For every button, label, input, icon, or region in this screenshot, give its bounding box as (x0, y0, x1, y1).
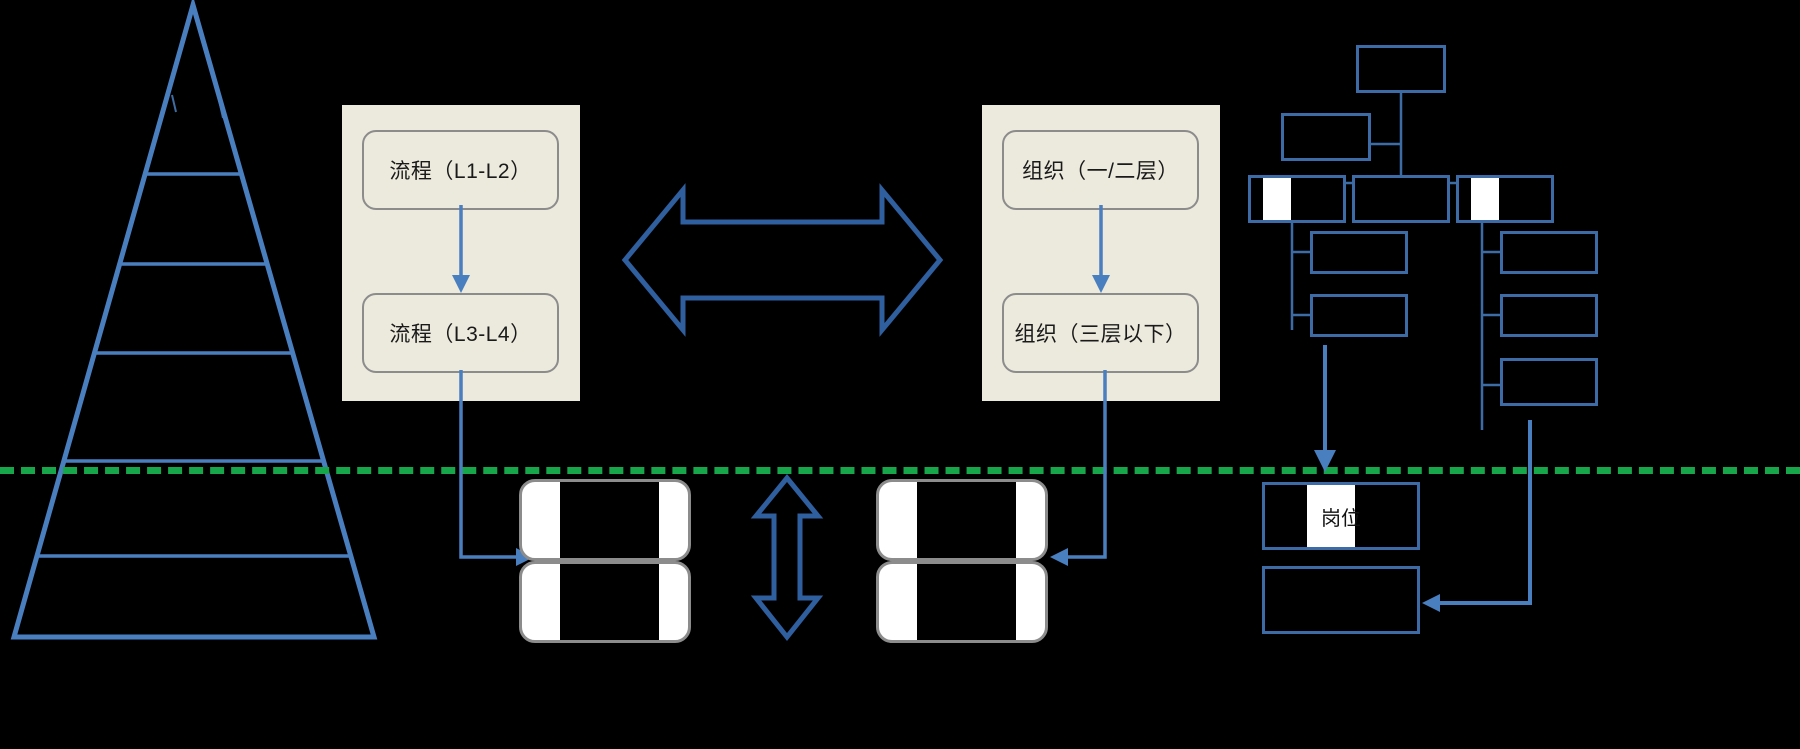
org-node-left-child-2-label (1313, 297, 1405, 334)
org-node-dept-left-label (1251, 178, 1343, 220)
org-node-right-child-1[interactable] (1500, 231, 1598, 274)
org-node-right-child-1-label (1503, 234, 1595, 271)
post-box-highlight (1307, 485, 1355, 547)
activity-table-left-row-2[interactable] (519, 561, 691, 643)
post-lower-box[interactable] (1262, 566, 1420, 634)
org-node-root-label (1359, 48, 1443, 90)
org-box-level-3-below[interactable]: 组织（三层以下） (1002, 293, 1199, 373)
org-node-right-child-2[interactable] (1500, 294, 1598, 337)
activity-table-left-row-2-textband (560, 564, 659, 640)
org-to-position-connector (1040, 370, 1150, 570)
org-node-dept-mid[interactable] (1352, 175, 1450, 223)
org-node-right-child-3[interactable] (1500, 358, 1598, 406)
position-table-right-row-1-textband (917, 482, 1016, 558)
org-box-level-1-2-label: 组织（一/二层） (1022, 160, 1179, 183)
pyramid-apex-tick-right (218, 99, 224, 119)
position-table-right-row-2[interactable] (876, 561, 1048, 643)
org-node-dept-right-highlight (1471, 178, 1499, 220)
pyramid-outline (10, 0, 378, 640)
position-table-right-row-2-textband (917, 564, 1016, 640)
bidirectional-horizontal-arrow (615, 180, 950, 340)
activity-table-left-row-1[interactable] (519, 479, 691, 561)
process-box-l3-l4[interactable]: 流程（L3-L4） (362, 293, 559, 373)
org-node-right-child-3-label (1503, 361, 1595, 403)
org-node-left-child-1[interactable] (1310, 231, 1408, 274)
org-box-level-3-below-label: 组织（三层以下） (1014, 323, 1187, 346)
post-box-label: 岗位 (1321, 507, 1361, 530)
bidirectional-vertical-arrow (700, 470, 875, 645)
org-node-left-child-2[interactable] (1310, 294, 1408, 337)
post-box[interactable]: 岗位 (1262, 482, 1420, 550)
org-node-staff-label (1284, 116, 1368, 158)
post-lower-box-label (1265, 569, 1417, 631)
org-box-level-1-2[interactable]: 组织（一/二层） (1002, 130, 1199, 210)
org-node-dept-left-highlight (1263, 178, 1291, 220)
process-internal-arrow (440, 205, 482, 300)
org-node-left-child-1-label (1313, 234, 1405, 271)
organization-chart: 岗位 (1240, 0, 1800, 749)
org-node-dept-left[interactable] (1248, 175, 1346, 223)
green-dashed-boundary (0, 467, 1800, 474)
org-node-dept-mid-label (1355, 178, 1447, 220)
org-chart-connectors (1282, 93, 1532, 612)
process-box-l1-l2-label: 流程（L1-L2） (389, 160, 532, 183)
org-node-staff[interactable] (1281, 113, 1371, 161)
org-internal-arrow (1080, 205, 1122, 300)
org-node-dept-right-label (1459, 178, 1551, 220)
org-node-right-child-2-label (1503, 297, 1595, 334)
position-table-right-row-1[interactable] (876, 479, 1048, 561)
pyramid-apex-tick-left (171, 94, 177, 113)
org-node-root[interactable] (1356, 45, 1446, 93)
org-node-dept-right[interactable] (1456, 175, 1554, 223)
process-box-l1-l2[interactable]: 流程（L1-L2） (362, 130, 559, 210)
activity-table-left-row-1-textband (560, 482, 659, 558)
capability-pyramid (0, 0, 400, 749)
process-box-l3-l4-label: 流程（L3-L4） (389, 323, 532, 346)
